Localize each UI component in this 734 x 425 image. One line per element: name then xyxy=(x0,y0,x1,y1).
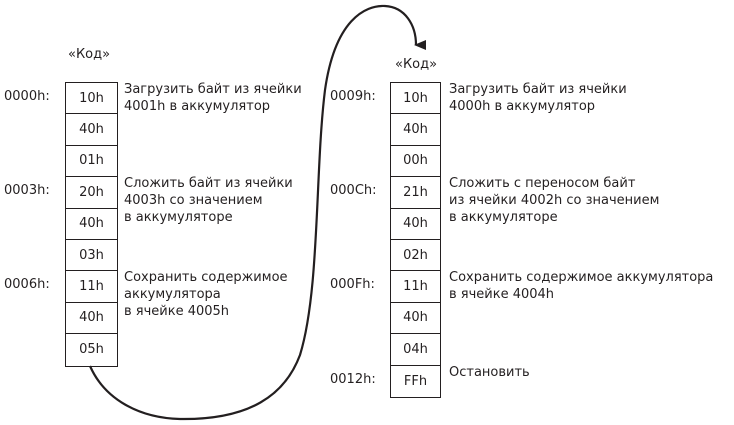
description-line: Сложить байт из ячейки xyxy=(124,176,293,192)
memory-cell: 04h xyxy=(391,334,440,366)
address-label: 0000h: xyxy=(4,89,50,104)
description-line: Загрузить байт из ячейки xyxy=(124,82,302,97)
description-line: аккумулятора xyxy=(124,287,221,303)
memory-cell: 40h xyxy=(391,114,440,146)
address-label: 0006h: xyxy=(4,277,50,293)
instruction-description: Загрузить байт из ячейки 4000h в аккумуля… xyxy=(449,81,627,115)
description-line: Остановить xyxy=(449,364,530,380)
description-line: Сохранить содержимое xyxy=(124,270,288,286)
instruction-description: Загрузить байт из ячейки 4001h в аккумуля… xyxy=(124,81,302,115)
left-column-title: «Код» xyxy=(68,47,111,62)
description-line: Сохранить содержимое аккумулятора xyxy=(449,270,714,286)
memory-cell: 40h xyxy=(391,303,440,335)
description-line: в ячейке 4004h xyxy=(449,287,555,303)
memory-cell: 11h xyxy=(66,271,117,303)
memory-cell: 02h xyxy=(391,240,440,272)
description-line: Сложить с переносом байт xyxy=(449,176,636,192)
address-label: 0003h: xyxy=(4,183,50,199)
memory-cell: 03h xyxy=(66,240,117,272)
description-line: 4000h в аккумулятор xyxy=(449,99,596,114)
description-line: в ячейке 4005h xyxy=(124,304,230,320)
memory-cell: 40h xyxy=(66,303,117,335)
memory-cell: 40h xyxy=(66,114,117,146)
address-label: 0012h: xyxy=(330,371,376,387)
memory-cell: 10h xyxy=(66,83,117,115)
memory-cell: 40h xyxy=(391,209,440,240)
description-line: в аккумуляторе xyxy=(124,210,233,226)
address-label: 0009h: xyxy=(330,89,376,104)
memory-cell: FFh xyxy=(403,373,428,389)
description-line: Загрузить байт из ячейки xyxy=(449,82,627,97)
memory-cell: 00h xyxy=(391,146,440,178)
description-line: из ячейки 4002h со значением xyxy=(449,193,660,209)
memory-cell: 01h xyxy=(66,146,117,178)
memory-cell: 21h xyxy=(391,177,440,209)
memory-cell: 20h xyxy=(66,177,117,209)
description-line: 4001h в аккумулятор xyxy=(124,99,271,114)
description-line: в аккумуляторе xyxy=(449,210,558,226)
memory-cell: 40h xyxy=(66,209,117,240)
memory-cell: 10h xyxy=(391,83,440,115)
address-label: 000Fh: xyxy=(330,277,375,293)
memory-cell: 11h xyxy=(391,271,440,303)
instruction-description: Остановить xyxy=(449,364,530,381)
description-line: 4003h со значением xyxy=(124,193,263,209)
memory-cell: 05h xyxy=(79,342,104,358)
right-column-title: «Код» xyxy=(395,57,438,72)
address-label: 000Ch: xyxy=(330,183,377,199)
